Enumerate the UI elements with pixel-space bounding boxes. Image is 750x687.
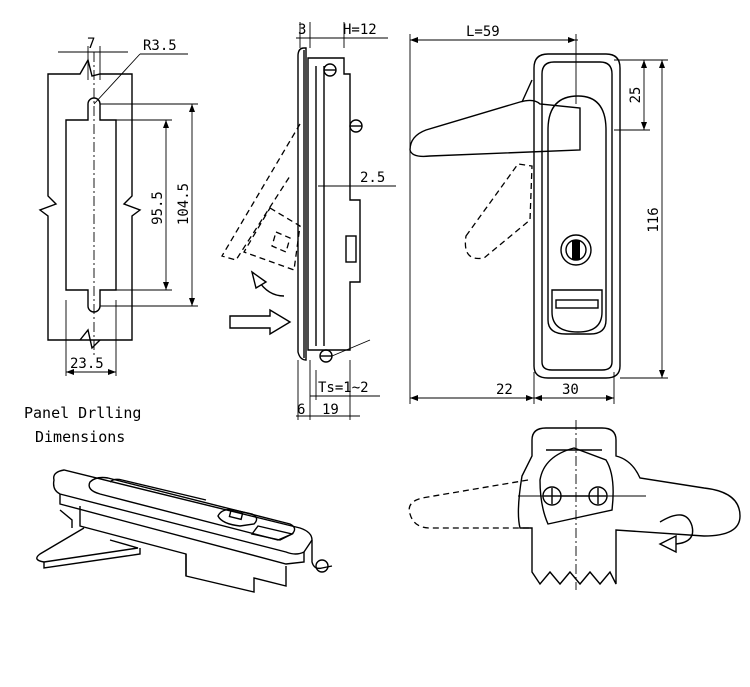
screw-leader <box>331 339 371 357</box>
iso-lever-edge <box>43 548 141 569</box>
rotation-arrow-curve <box>659 514 694 545</box>
panel-outer-outline <box>38 58 142 341</box>
arrow <box>659 370 665 378</box>
dim-3: 3 <box>298 22 306 38</box>
arrow <box>189 104 195 112</box>
dim-19: 19 <box>322 402 339 418</box>
arrow <box>410 37 418 43</box>
dim-ts: Ts=1~2 <box>318 380 369 396</box>
dim-6: 6 <box>297 402 305 418</box>
dim-30: 30 <box>562 382 579 398</box>
iso-top-plate <box>52 469 313 555</box>
key-slot-icon <box>572 240 580 260</box>
arrow <box>66 369 74 375</box>
push-arrow-icon <box>229 308 292 336</box>
arrow <box>641 122 647 130</box>
dim-25: 25 <box>628 87 644 104</box>
dim-radius-leader <box>93 53 141 105</box>
rotation-housing <box>517 427 741 586</box>
latch-body <box>307 57 361 351</box>
arrow <box>568 37 576 43</box>
panel-drilling-view: 7 R3.5 95.5 104.5 23.5 Panel Drlling Dim… <box>24 36 198 446</box>
key-lock-icon <box>560 234 592 266</box>
push-button-marker <box>555 299 599 309</box>
dim-outer-height: 104.5 <box>176 183 192 225</box>
arrow <box>163 282 169 290</box>
handle-housing-inner <box>541 61 613 371</box>
dim-inner-height: 95.5 <box>150 191 166 225</box>
handle-lever <box>409 99 581 158</box>
iso-lever-arm <box>36 527 139 563</box>
rotation-cam-plate <box>539 447 614 525</box>
side-view: 3 H=12 2.5 Ts=1~2 6 <box>221 22 396 420</box>
caption-line-1: Panel Drlling <box>24 404 141 422</box>
handle-open-dashed-body <box>243 207 301 271</box>
iso-plate-edge <box>59 494 305 565</box>
iso-body-right <box>311 540 333 570</box>
rotation-view <box>408 420 741 590</box>
panel-inner-cutout <box>65 97 117 313</box>
arrow <box>410 395 418 401</box>
arrow <box>189 298 195 306</box>
handle-swung-dashed <box>464 163 533 260</box>
dim-l: L=59 <box>466 24 500 40</box>
iso-screw-icon <box>315 559 329 573</box>
dim-h: H=12 <box>343 22 377 38</box>
arrow <box>659 60 665 68</box>
handle-slot <box>547 95 607 335</box>
rotation-handle-dashed <box>408 479 530 529</box>
dim-bottom-width: 23.5 <box>70 356 104 372</box>
arrow <box>534 395 542 401</box>
rotate-arrow-icon <box>250 270 268 290</box>
arrow <box>641 60 647 68</box>
arrow <box>526 395 534 401</box>
iso-slot-inner <box>109 478 207 501</box>
dim-top-width: 7 <box>87 36 95 52</box>
dim-116: 116 <box>646 207 662 232</box>
dim-radius: R3.5 <box>143 38 177 54</box>
arrow <box>108 369 116 375</box>
dim-2-5: 2.5 <box>360 170 385 186</box>
bezel-front <box>297 47 307 361</box>
handle-housing <box>533 53 621 379</box>
handle-lever-neck <box>521 79 533 103</box>
dim-22: 22 <box>496 382 513 398</box>
iso-key-icon <box>228 509 244 521</box>
rotation-arrow-icon <box>658 534 677 554</box>
iso-tab <box>59 509 73 528</box>
arrow <box>163 120 169 128</box>
iso-body-lower <box>79 506 287 593</box>
iso-top-slot <box>88 476 296 541</box>
iso-button-tab <box>250 525 295 541</box>
caption-line-2: Dimensions <box>35 428 125 446</box>
isometric-view <box>36 469 333 593</box>
iso-push-button <box>217 508 258 527</box>
panel-bottom-break <box>79 328 101 350</box>
handle-open-dashed <box>221 123 301 261</box>
handle-open-dashed-key <box>271 231 291 253</box>
push-button <box>551 289 603 333</box>
arrow <box>606 395 614 401</box>
body-slot <box>345 235 357 263</box>
front-view: L=59 25 116 2 <box>409 24 668 404</box>
